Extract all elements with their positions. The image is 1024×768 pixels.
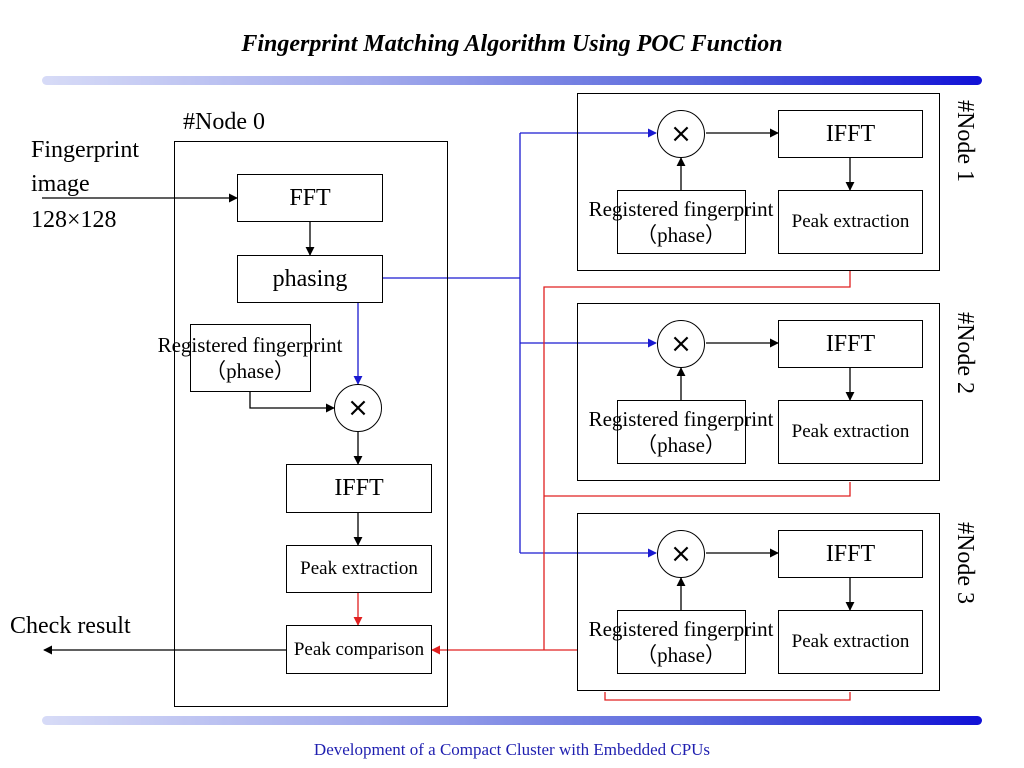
slide-footer: Development of a Compact Cluster with Em… <box>313 740 711 759</box>
node1-ifft-box: IFFT <box>778 110 923 158</box>
node1-registered-text: Registered fingerprint （phase） <box>566 196 796 248</box>
node0-frame <box>174 141 448 707</box>
node2-ifft-box: IFFT <box>778 320 923 368</box>
node0-multiply-icon: × <box>334 384 382 432</box>
node3-frame <box>577 513 940 691</box>
node1-registered-line1: Registered fingerprint <box>588 197 774 221</box>
node3-registered-line2: （phase） <box>636 643 726 667</box>
node1-frame <box>577 93 940 271</box>
node3-registered-text: Registered fingerprint （phase） <box>566 616 796 668</box>
node2-registered-text: Registered fingerprint （phase） <box>566 406 796 458</box>
bottom-gradient-bar <box>42 716 982 725</box>
node0-peak-extraction-box: Peak extraction <box>286 545 432 593</box>
check-result-label: Check result <box>10 613 131 639</box>
node1-multiply-icon: × <box>657 110 705 158</box>
node3-peak-extraction-box: Peak extraction <box>778 610 923 674</box>
red-return-node1 <box>543 270 851 650</box>
node2-label: #Node 2 <box>952 312 978 394</box>
node3-multiply-icon: × <box>657 530 705 578</box>
node3-ifft-box: IFFT <box>778 530 923 578</box>
node3-registered-box <box>617 610 746 674</box>
node2-frame <box>577 303 940 481</box>
top-gradient-bar <box>42 76 982 85</box>
red-return-node2 <box>544 482 851 497</box>
input-label-line1: Fingerprint <box>31 137 139 163</box>
fft-box: FFT <box>237 174 383 222</box>
node0-ifft-box: IFFT <box>286 464 432 513</box>
node0-registered-text: Registered fingerprint （phase） <box>135 332 365 384</box>
input-label-line2: image <box>31 171 90 197</box>
input-label-size: 128×128 <box>31 207 117 233</box>
node3-label: #Node 3 <box>952 522 978 604</box>
registered-to-multiply-arrow <box>249 392 335 413</box>
node3-registered-line1: Registered fingerprint <box>588 617 774 641</box>
node2-registered-line2: （phase） <box>636 433 726 457</box>
node0-registered-line1: Registered fingerprint <box>157 333 343 357</box>
red-return-node3 <box>604 692 851 701</box>
node1-registered-box <box>617 190 746 254</box>
node0-registered-line2: （phase） <box>205 359 295 383</box>
node1-registered-line2: （phase） <box>636 223 726 247</box>
node1-peak-extraction-box: Peak extraction <box>778 190 923 254</box>
slide-title: Fingerprint Matching Algorithm Using POC… <box>241 31 783 57</box>
node2-registered-line1: Registered fingerprint <box>588 407 774 431</box>
phasing-box: phasing <box>237 255 383 303</box>
node2-multiply-icon: × <box>657 320 705 368</box>
node0-label: #Node 0 <box>183 109 265 135</box>
node2-peak-extraction-box: Peak extraction <box>778 400 923 464</box>
node2-registered-box <box>617 400 746 464</box>
node0-registered-box <box>190 324 311 392</box>
peak-comparison-box: Peak comparison <box>286 625 432 674</box>
node1-label: #Node 1 <box>952 100 978 182</box>
